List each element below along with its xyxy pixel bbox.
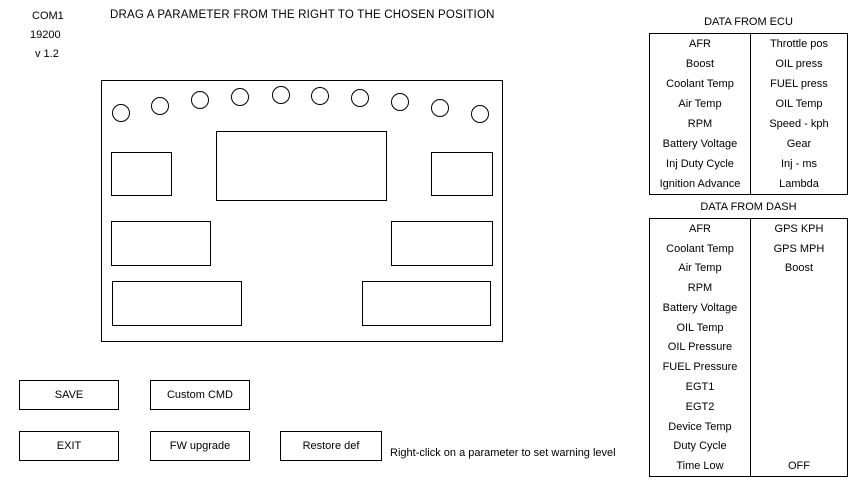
param-empty xyxy=(751,357,847,377)
param-empty xyxy=(751,338,847,358)
param-oil-temp[interactable]: OIL Temp xyxy=(775,98,823,110)
param-empty xyxy=(751,318,847,338)
param-row: Ignition Advance Lambda xyxy=(650,174,847,194)
param-time-low[interactable]: Time Low xyxy=(650,456,751,476)
param-duty-cycle[interactable]: Duty Cycle xyxy=(650,436,751,457)
param-row: RPM xyxy=(650,278,847,299)
gauge-slot-mid-right[interactable] xyxy=(391,221,493,266)
param-egt1[interactable]: EGT1 xyxy=(650,377,751,397)
param-row: Battery Voltage Gear xyxy=(650,134,847,154)
gauge-slot-center-main[interactable] xyxy=(216,131,387,201)
param-row: OIL Pressure xyxy=(650,337,847,358)
ecu-table-title: DATA FROM ECU xyxy=(704,16,793,28)
shift-led-2 xyxy=(151,97,169,115)
param-afr[interactable]: AFR xyxy=(650,34,751,54)
baud-rate-label: 19200 xyxy=(30,29,61,41)
shift-led-9 xyxy=(431,99,449,117)
param-row: FUEL Pressure xyxy=(650,357,847,378)
param-row: Air Temp Boost xyxy=(650,258,847,279)
param-lambda[interactable]: Lambda xyxy=(779,178,819,190)
drag-instruction-text: DRAG A PARAMETER FROM THE RIGHT TO THE C… xyxy=(110,9,495,21)
param-boost[interactable]: Boost xyxy=(784,262,814,275)
shift-led-8 xyxy=(391,93,409,111)
param-row: Boost OIL press xyxy=(650,54,847,74)
param-row: Battery Voltage xyxy=(650,298,847,318)
param-rpm[interactable]: RPM xyxy=(650,278,751,299)
param-battery-voltage[interactable]: Battery Voltage xyxy=(650,298,751,318)
param-air-temp[interactable]: Air Temp xyxy=(650,94,751,114)
param-row: Device Temp xyxy=(650,416,847,437)
param-coolant-temp[interactable]: Coolant Temp xyxy=(650,238,751,259)
param-row: Coolant Temp GPS MPH xyxy=(650,238,847,259)
param-boost[interactable]: Boost xyxy=(650,54,751,74)
gauge-slot-bottom-right[interactable] xyxy=(362,281,491,326)
param-row: OIL Temp xyxy=(650,317,847,338)
exit-button[interactable]: EXIT xyxy=(19,431,119,461)
com-port-label: COM1 xyxy=(32,10,64,22)
save-button[interactable]: SAVE xyxy=(19,380,119,410)
param-egt2[interactable]: EGT2 xyxy=(650,396,751,417)
param-empty xyxy=(751,377,847,397)
param-air-temp[interactable]: Air Temp xyxy=(650,258,751,279)
shift-led-7 xyxy=(351,89,369,107)
param-off[interactable]: OFF xyxy=(787,460,810,473)
param-device-temp[interactable]: Device Temp xyxy=(650,416,751,437)
param-speed-kph[interactable]: Speed - kph xyxy=(769,118,829,130)
shift-led-10 xyxy=(471,105,489,123)
param-gps-mph[interactable]: GPS MPH xyxy=(773,242,825,255)
param-row: Inj Duty Cycle Inj - ms xyxy=(650,154,847,174)
param-fuel-pressure[interactable]: FUEL Pressure xyxy=(650,357,751,378)
shift-led-1 xyxy=(112,104,130,122)
fw-upgrade-button[interactable]: FW upgrade xyxy=(150,431,250,461)
shift-led-6 xyxy=(311,87,329,105)
param-row: Coolant Temp FUEL press xyxy=(650,74,847,94)
param-empty xyxy=(751,417,847,437)
param-throttle-pos[interactable]: Throttle pos xyxy=(769,38,829,50)
param-empty xyxy=(751,397,847,417)
warning-level-hint: Right-click on a parameter to set warnin… xyxy=(390,447,616,459)
param-empty xyxy=(751,436,847,456)
param-oil-pressure[interactable]: OIL Pressure xyxy=(650,337,751,358)
param-inj-ms[interactable]: Inj - ms xyxy=(780,158,818,170)
gauge-slot-top-right[interactable] xyxy=(431,152,493,196)
shift-led-5 xyxy=(272,86,290,104)
param-fuel-press[interactable]: FUEL press xyxy=(770,78,828,90)
param-inj-duty-cycle[interactable]: Inj Duty Cycle xyxy=(650,154,751,174)
param-afr[interactable]: AFR xyxy=(650,219,751,239)
param-oil-press[interactable]: OIL press xyxy=(775,58,823,70)
param-oil-temp[interactable]: OIL Temp xyxy=(650,317,751,338)
gauge-slot-top-left[interactable] xyxy=(111,152,172,196)
dash-parameter-table: AFR GPS KPH Coolant Temp GPS MPH Air Temp Boo… xyxy=(649,218,848,477)
param-gps-kph[interactable]: GPS KPH xyxy=(774,222,824,235)
param-ignition-advance[interactable]: Ignition Advance xyxy=(650,174,751,194)
param-row: EGT1 xyxy=(650,377,847,397)
custom-cmd-button[interactable]: Custom CMD xyxy=(150,380,250,410)
shift-led-4 xyxy=(231,88,249,106)
restore-def-button[interactable]: Restore def xyxy=(280,431,382,461)
param-empty xyxy=(751,278,847,298)
param-row: AFR GPS KPH xyxy=(650,219,847,239)
param-row: Air Temp OIL Temp xyxy=(650,94,847,114)
shift-led-3 xyxy=(191,91,209,109)
param-row: RPM Speed - kph xyxy=(650,114,847,134)
param-battery-voltage[interactable]: Battery Voltage xyxy=(650,134,751,154)
param-row: Time Low OFF xyxy=(650,456,847,476)
param-empty xyxy=(751,298,847,318)
param-gear[interactable]: Gear xyxy=(786,138,812,150)
gauge-slot-mid-left[interactable] xyxy=(111,221,211,266)
param-row: EGT2 xyxy=(650,396,847,417)
gauge-slot-bottom-left[interactable] xyxy=(112,281,242,326)
param-row: Duty Cycle xyxy=(650,436,847,457)
param-coolant-temp[interactable]: Coolant Temp xyxy=(650,74,751,94)
dash-layout-preview xyxy=(101,80,503,342)
dash-table-title: DATA FROM DASH xyxy=(700,201,797,213)
param-rpm[interactable]: RPM xyxy=(650,114,751,134)
version-label: v 1.2 xyxy=(35,48,59,60)
param-row: AFR Throttle pos xyxy=(650,34,847,54)
